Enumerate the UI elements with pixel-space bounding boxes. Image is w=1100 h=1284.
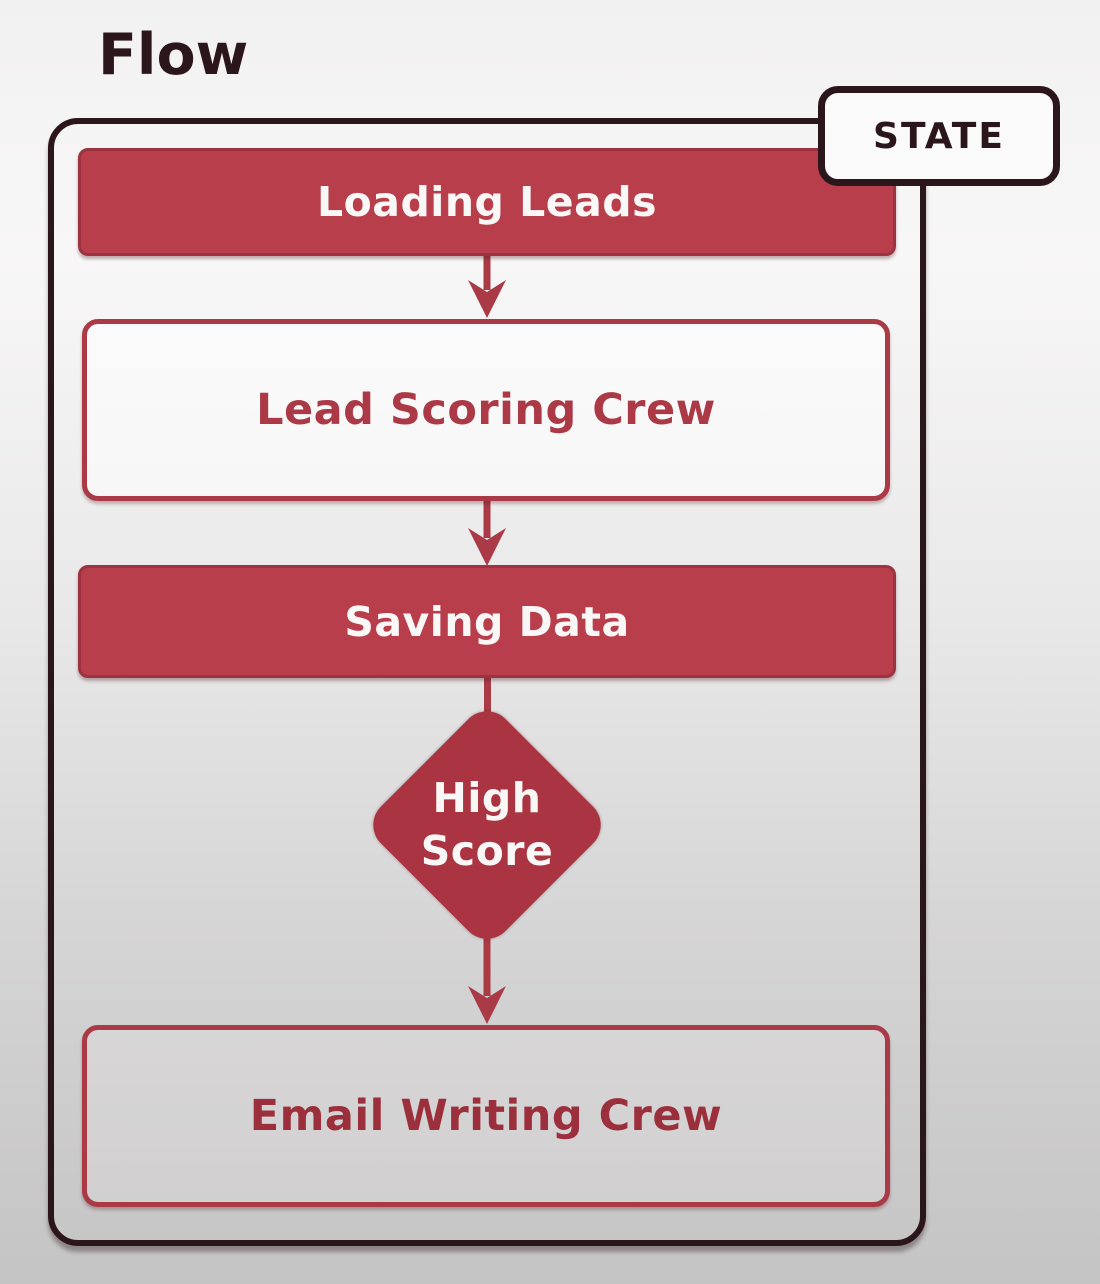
flow-node-email-writing-crew: Email Writing Crew [82, 1025, 890, 1207]
state-badge: STATE [818, 86, 1060, 186]
connector-line [484, 668, 491, 720]
flow-node-high-score-label: High Score [359, 745, 615, 905]
node-label: Loading Leads [316, 178, 658, 226]
node-label: Lead Scoring Crew [256, 385, 716, 435]
arrow-down-icon [468, 498, 506, 566]
flow-node-saving-data: Saving Data [78, 565, 896, 678]
node-label-line: High [432, 773, 542, 822]
flow-node-lead-scoring-crew: Lead Scoring Crew [82, 319, 890, 501]
node-label-line: Score [420, 827, 554, 875]
page-title: Flow [98, 22, 249, 88]
flow-container-outline [48, 118, 926, 1246]
arrow-down-icon [468, 928, 506, 1024]
arrow-down-icon [468, 248, 506, 318]
node-label: Saving Data [344, 597, 630, 646]
state-badge-label: STATE [873, 115, 1005, 157]
node-label: Email Writing Crew [249, 1091, 723, 1141]
flow-node-loading-leads: Loading Leads [78, 148, 896, 256]
